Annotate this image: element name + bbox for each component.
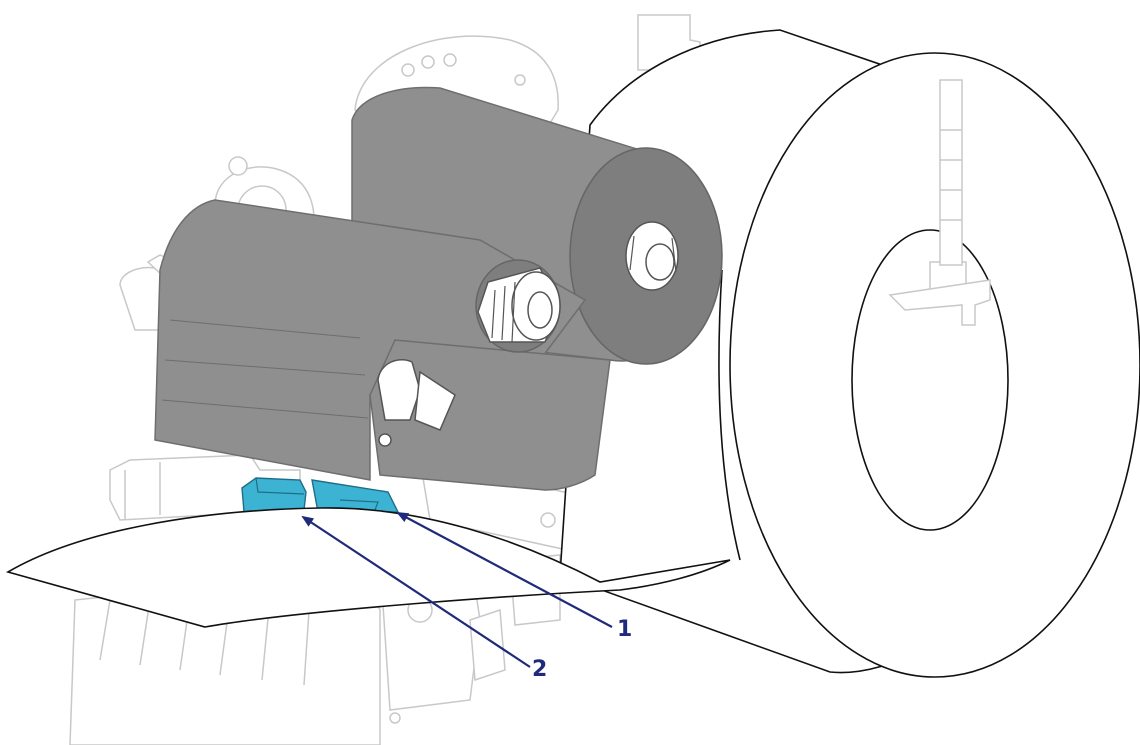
- callouts: 1 2: [301, 512, 632, 682]
- cover-rib: [99, 599, 111, 661]
- hub-knob: [228, 156, 248, 176]
- lever-guide: [311, 479, 400, 513]
- ribbon-crease: [169, 319, 361, 339]
- takeup-spindle-ribs: [491, 281, 516, 343]
- takeup-spindle-hole: [527, 291, 553, 329]
- callout-label-2: 2: [532, 657, 547, 682]
- media-roll-edge: [718, 269, 741, 561]
- supply-guide: [888, 79, 991, 326]
- supply-spindle-inner: [645, 243, 675, 281]
- callout-arrow-2: [301, 515, 531, 668]
- media-guide-detail: [255, 477, 305, 495]
- ribbon-path: [369, 339, 611, 491]
- bracket-hole: [389, 712, 401, 724]
- guide-knob-body: [377, 359, 421, 421]
- arm-screw: [540, 512, 556, 528]
- lower-tab: [469, 608, 506, 682]
- supply-spindle-ribs: [629, 235, 677, 273]
- media-sheet: [5, 507, 731, 628]
- ribbon-assembly: [154, 86, 723, 491]
- spindles: [377, 221, 679, 447]
- guide-lever: [414, 370, 456, 431]
- bracket-hole: [401, 63, 415, 77]
- ribbon-guide-knob: [377, 359, 456, 447]
- callout-arrow-1: [396, 512, 613, 628]
- bracket-hole: [443, 53, 457, 67]
- lever-guide-detail: [339, 499, 379, 511]
- ribbon-crease: [164, 359, 366, 376]
- supply-spindle: [625, 221, 679, 291]
- bracket-hole: [421, 55, 435, 69]
- callout-label-1: 1: [617, 617, 632, 642]
- takeup-spindle: [477, 267, 561, 343]
- media-web: [5, 507, 731, 628]
- guide-foot: [888, 279, 991, 326]
- ribbon-crease: [161, 399, 369, 419]
- guide-ticks: [940, 129, 962, 221]
- media-guide: [241, 477, 307, 513]
- guide-screw: [378, 433, 392, 447]
- media-guides: [241, 477, 400, 513]
- bracket-hole: [514, 74, 526, 86]
- guide-post: [939, 79, 963, 266]
